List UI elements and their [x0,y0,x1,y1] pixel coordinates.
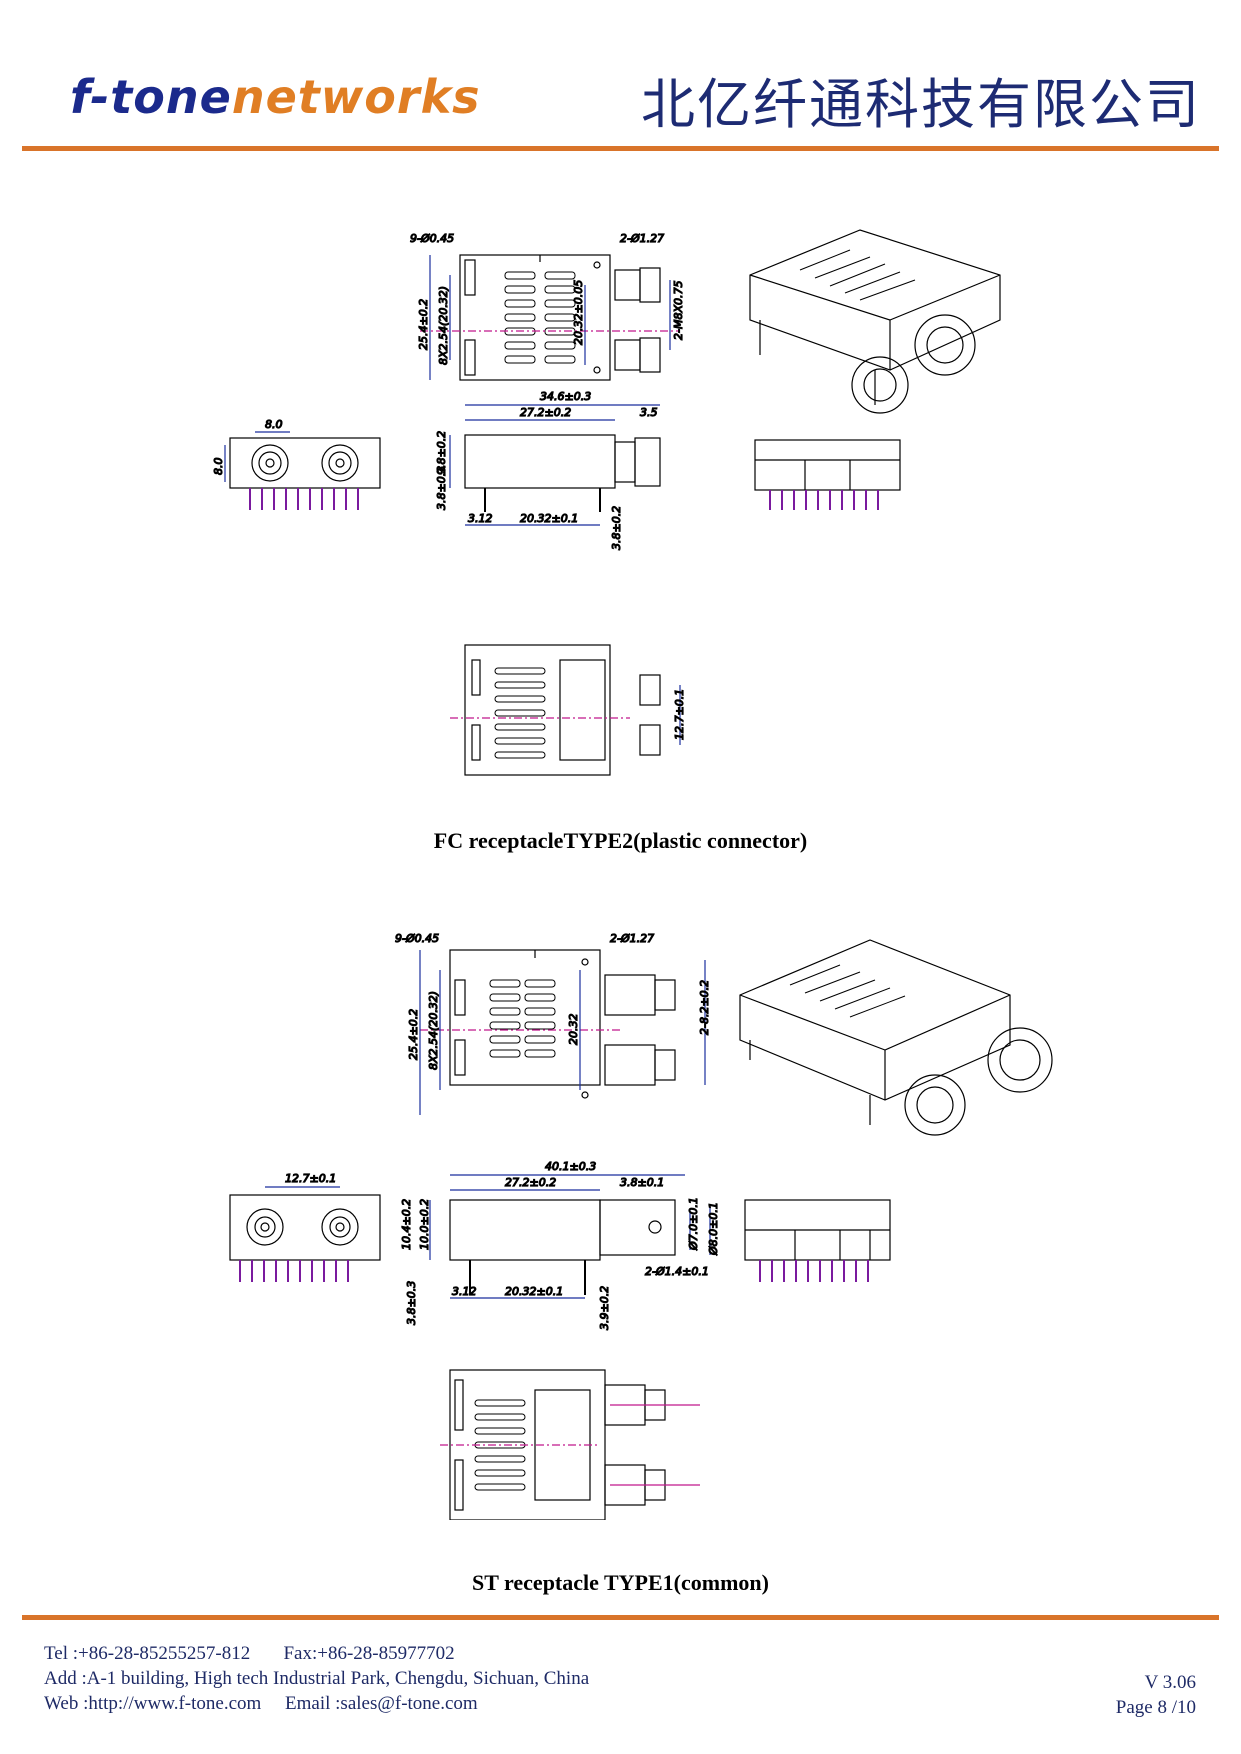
st-dim-row-span: 20.32 [567,1014,580,1046]
footer-contact-web: Web :http://www.f-tone.com Email :sales@… [44,1693,478,1715]
st-dim-pin-len: 3.8±0.3 [405,1281,418,1325]
st-receptacle-drawing: 9-Ø0.45 2-Ø1.27 25.4±0.2 8X2.54(20.32) 2… [229,931,1053,1520]
st-dim-body-height: 10.4±0.2 [400,1199,413,1250]
fc-caption: FC receptacleTYPE2(plastic connector) [433,828,808,853]
company-logo: f-tonenetworks [70,70,481,124]
st-dim-front-pitch: 12.7±0.1 [285,1172,336,1185]
st-dim-width-overall: 40.1±0.3 [545,1160,596,1173]
footer-page-number: Page 8 /10 [1115,1697,1196,1718]
footer-address: Add :A-1 building, High tech Industrial … [44,1668,590,1689]
st-3d-view [739,939,1053,1136]
st-back-view [744,1199,891,1282]
footer-version: V 3.06 [1144,1672,1196,1693]
fc-dim-port-pitch: 12.7±0.1 [673,689,686,740]
fc-dim-pitch: 8X2.54(20.32) [437,286,450,365]
st-dim-pin-hole: 2-Ø1.4±0.1 [645,1265,709,1278]
company-name: 北亿纤通科技有限公司 [641,73,1201,136]
fc-dim-height: 25.4±0.2 [417,299,430,350]
footer-divider [22,1615,1219,1620]
fc-side-view [449,404,661,526]
fc-dim-pin-len: 3.8±0.3 [435,466,448,510]
st-dim-port-offset: 2-8.2±0.2 [698,980,711,1035]
footer-contact-phone: Tel :+86-28-85255257-812 Fax:+86-28-8597… [44,1643,455,1665]
fc-top-view [420,254,680,381]
st-dim-width-body: 27.2±0.2 [505,1176,556,1189]
header-divider [22,146,1219,151]
st-dim-nose: 3.8±0.1 [620,1176,664,1189]
fc-dim-pin-len2: 3.8±0.2 [610,506,623,550]
st-dim-pin-offset: 3.12 [452,1285,477,1298]
fc-back-view [754,439,901,510]
footer-fax: Fax:+86-28-85977702 [283,1643,455,1664]
fc-dim-pin-offset: 3.12 [468,512,493,525]
fc-receptacle-drawing: 9-Ø0.45 2-Ø1.27 25.4±0.2 8X2.54(20.32) 2… [211,229,1001,776]
st-dim-pin-span: 20.32±0.1 [505,1285,563,1298]
fc-dim-thread: 2-M8X0.75 [672,281,685,341]
st-dim-holes: 9-Ø0.45 [395,932,439,945]
st-dim-ferrule: Ø7.0±0.1 [687,1197,700,1251]
st-dim-pin-len2: 3.9±0.2 [598,1286,611,1330]
fc-dim-row-span: 20.32±0.05 [572,280,585,345]
fc-dim-mount-holes: 2-Ø1.27 [620,232,664,245]
st-dim-mount-holes: 2-Ø1.27 [610,932,654,945]
st-dim-body-height2: 10.0±0.2 [418,1199,431,1250]
fc-dim-pin-span: 20.32±0.1 [520,512,578,525]
fc-dim-width-body: 27.2±0.2 [520,406,571,419]
fc-bottom-view [450,644,681,776]
st-dim-ferrule2: Ø8.0±0.1 [707,1202,720,1256]
footer-tel: Tel :+86-28-85255257-812 [44,1643,251,1664]
st-top-view [419,949,706,1115]
footer-web[interactable]: Web :http://www.f-tone.com [44,1693,262,1714]
fc-3d-view [749,229,1001,414]
footer-email[interactable]: Email :sales@f-tone.com [285,1693,478,1714]
st-dim-height: 25.4±0.2 [407,1009,420,1060]
fc-dim-nose: 3.5 [640,406,658,419]
fc-dim-front-width: 8.0 [265,418,283,431]
st-side-view [429,1174,711,1299]
fc-dim-front-height: 8.0 [212,458,225,476]
st-dim-pitch: 8X2.54(20.32) [427,991,440,1070]
logo-text-part1: f-tone [70,70,232,124]
fc-dim-width-overall: 34.6±0.3 [540,390,591,403]
st-bottom-view [440,1369,700,1520]
logo-text-part2: networks [231,70,481,124]
fc-dim-body-height: 9.8±0.2 [435,431,448,475]
st-caption: ST receptacle TYPE1(common) [472,1570,769,1595]
fc-dim-holes: 9-Ø0.45 [410,232,454,245]
st-front-view [229,1186,381,1282]
fc-front-view [224,431,381,510]
